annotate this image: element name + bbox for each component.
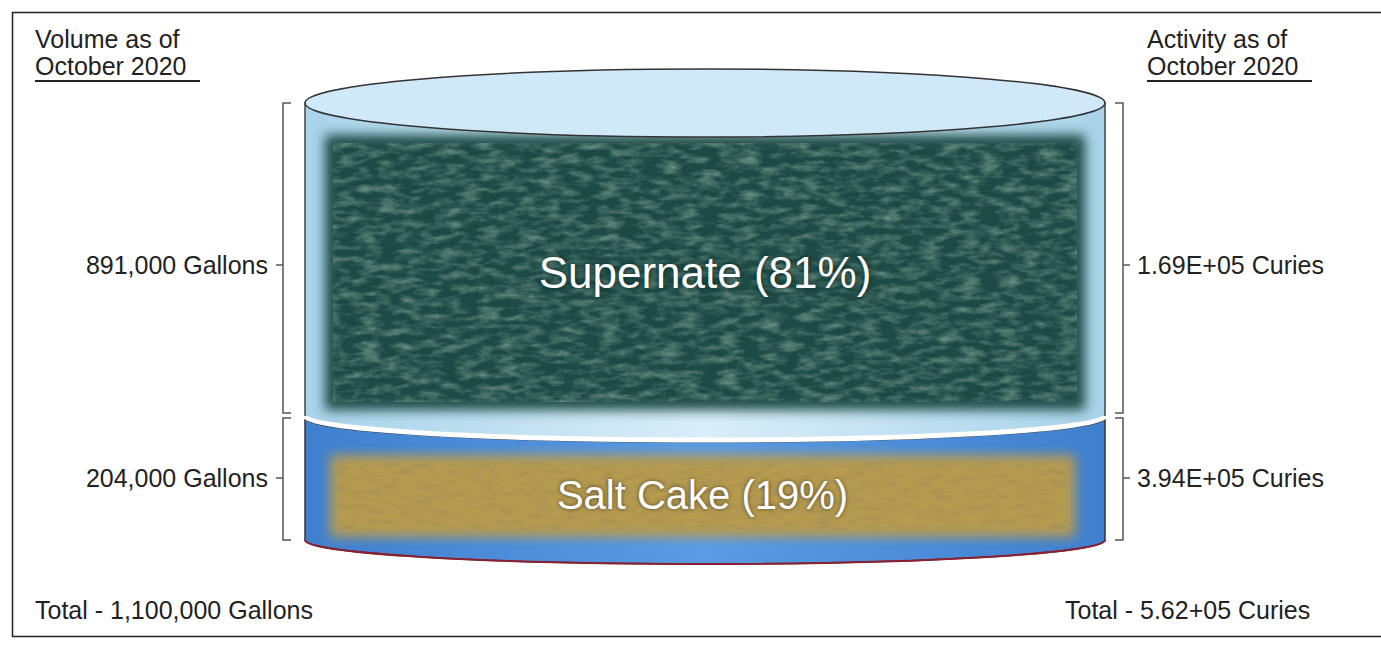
salt-texture	[338, 462, 1067, 530]
supernate-liquid	[325, 135, 1085, 410]
tank-bottom	[305, 540, 1105, 564]
supernate-band: Supernate (81%)	[325, 140, 1085, 405]
tank-top	[305, 69, 1105, 137]
column-heading: Activity as of October 2020	[1147, 26, 1312, 82]
activity-value: 3.94E+05 Curies	[1137, 465, 1324, 492]
frame	[13, 13, 1381, 637]
band-label: Salt Cake (19%)	[557, 473, 848, 518]
brackets	[276, 103, 1130, 540]
volume-value: 891,000 Gallons	[86, 252, 268, 279]
band-label: Supernate (81%)	[539, 248, 872, 298]
separator	[305, 416, 1105, 440]
total-volume: Total - 1,100,000 Gallons	[35, 597, 313, 624]
salt-cake	[330, 455, 1075, 537]
salt-cake-band: Salt Cake (19%)	[330, 445, 1075, 545]
tank-body	[305, 103, 1105, 439]
liquid-texture	[333, 143, 1077, 402]
total-activity: Total - 5.62+05 Curies	[1065, 597, 1310, 624]
volume-value: 204,000 Gallons	[86, 465, 268, 492]
activity-value: 1.69E+05 Curies	[1137, 252, 1324, 279]
column-heading: Volume as of October 2020	[35, 26, 200, 82]
